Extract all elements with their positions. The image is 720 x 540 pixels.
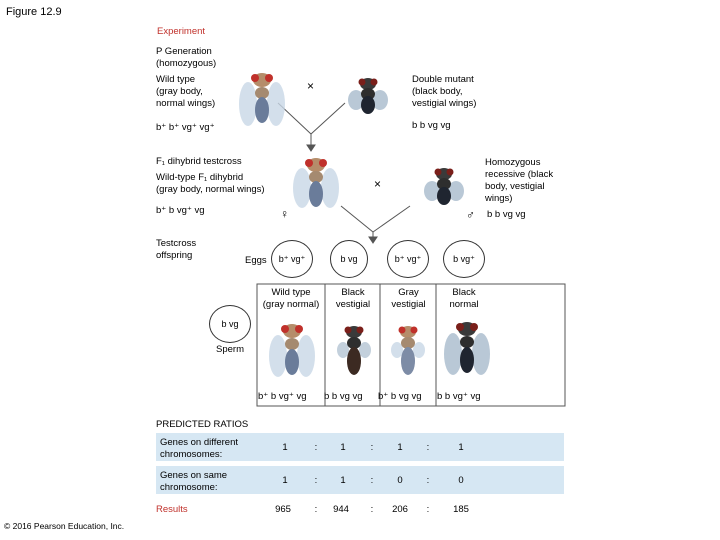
wild-type-fly-icon — [239, 73, 285, 126]
f1-dihybrid-desc: Wild-type F₁ dihybrid (gray body, normal… — [156, 172, 265, 195]
female-symbol: ♀ — [280, 207, 289, 221]
ratio-colon: : — [314, 475, 318, 486]
offspring-gray-vestigial-fly-icon — [391, 326, 425, 375]
ratio-value: 0 — [397, 475, 403, 486]
offspring-genotype-1: b⁺ b vg⁺ vg — [258, 391, 307, 402]
sperm-gamete: b vg — [209, 305, 251, 343]
egg-gamete-1: b⁺ vg⁺ — [271, 240, 313, 278]
experiment-label: Experiment — [157, 26, 206, 37]
offspring-genotype-3: b⁺ b vg vg — [378, 391, 422, 402]
offspring-black-normal-fly-icon — [444, 322, 490, 375]
ratio-colon: : — [314, 504, 318, 515]
ratio-value: 1 — [282, 442, 288, 453]
ratio-value: 1 — [458, 442, 464, 453]
ratio-colon: : — [314, 442, 318, 453]
egg-gamete-2: b vg — [330, 240, 368, 278]
wild-type-genotype: b⁺ b⁺ vg⁺ vg⁺ — [156, 122, 215, 133]
offspring-genotype-4: b b vg⁺ vg — [437, 391, 481, 402]
ratio-value: 1 — [397, 442, 403, 453]
f1-testcross-label: F₁ dihybrid testcross — [156, 156, 242, 167]
testcross-offspring-label: Testcross offspring — [156, 238, 197, 261]
ratio-row-bg-1 — [156, 433, 564, 461]
ratio-row-bg-2 — [156, 466, 564, 494]
ratio-colon: : — [370, 504, 374, 515]
phenotype-wild-type: Wild type (gray normal) — [262, 287, 320, 310]
ratio-value: 1 — [340, 442, 346, 453]
f1-cross-symbol: × — [374, 177, 382, 191]
row-label-same: Genes on same chromosome: — [160, 470, 228, 493]
ratio-colon: : — [426, 504, 430, 515]
phenotype-gray-vestigial: Gray vestigial — [391, 287, 426, 310]
ratio-colon: : — [426, 475, 430, 486]
row-label-results: Results — [156, 504, 188, 515]
ratio-colon: : — [370, 442, 374, 453]
recessive-male-fly-icon — [424, 168, 464, 205]
homozygous-recessive-genotype: b b vg vg — [487, 209, 526, 220]
male-symbol: ♂ — [466, 208, 475, 222]
ratio-value: 1 — [340, 475, 346, 486]
f1-dihybrid-genotype: b⁺ b vg⁺ vg — [156, 205, 205, 216]
eggs-label: Eggs — [245, 255, 267, 266]
offspring-genotype-2: b b vg vg — [324, 391, 363, 402]
copyright: © 2016 Pearson Education, Inc. — [4, 521, 125, 531]
result-value: 944 — [333, 504, 349, 515]
phenotype-black-vestigial: Black vestigial — [335, 287, 371, 310]
wild-type-desc: Wild type (gray body, normal wings) — [156, 74, 216, 109]
ratio-colon: : — [370, 475, 374, 486]
egg-gamete-4: b vg⁺ — [443, 240, 485, 278]
result-value: 185 — [453, 504, 469, 515]
f1-female-fly-icon — [293, 158, 339, 208]
ratio-value: 0 — [458, 475, 464, 486]
double-mutant-desc: Double mutant (black body, vestigial win… — [412, 74, 477, 109]
result-value: 206 — [392, 504, 408, 515]
ratio-value: 1 — [282, 475, 288, 486]
homozygous-recessive-desc: Homozygous recessive (black body, vestig… — [485, 157, 554, 204]
egg-gamete-3: b⁺ vg⁺ — [387, 240, 429, 278]
p-generation-label: P Generation (homozygous) — [156, 46, 217, 69]
figure-title: Figure 12.9 — [6, 6, 62, 18]
sperm-label: Sperm — [216, 344, 244, 355]
ratio-colon: : — [426, 442, 430, 453]
double-mutant-genotype: b b vg vg — [412, 120, 451, 131]
offspring-black-vestigial-fly-icon — [337, 326, 371, 375]
row-label-different: Genes on different chromosomes: — [160, 437, 238, 460]
double-mutant-fly-icon — [348, 78, 388, 114]
result-value: 965 — [275, 504, 291, 515]
p-cross-symbol: × — [307, 79, 315, 93]
offspring-wild-type-fly-icon — [269, 324, 315, 377]
predicted-ratios-heading: PREDICTED RATIOS — [156, 419, 249, 430]
phenotype-black-normal: Black normal — [449, 287, 479, 310]
